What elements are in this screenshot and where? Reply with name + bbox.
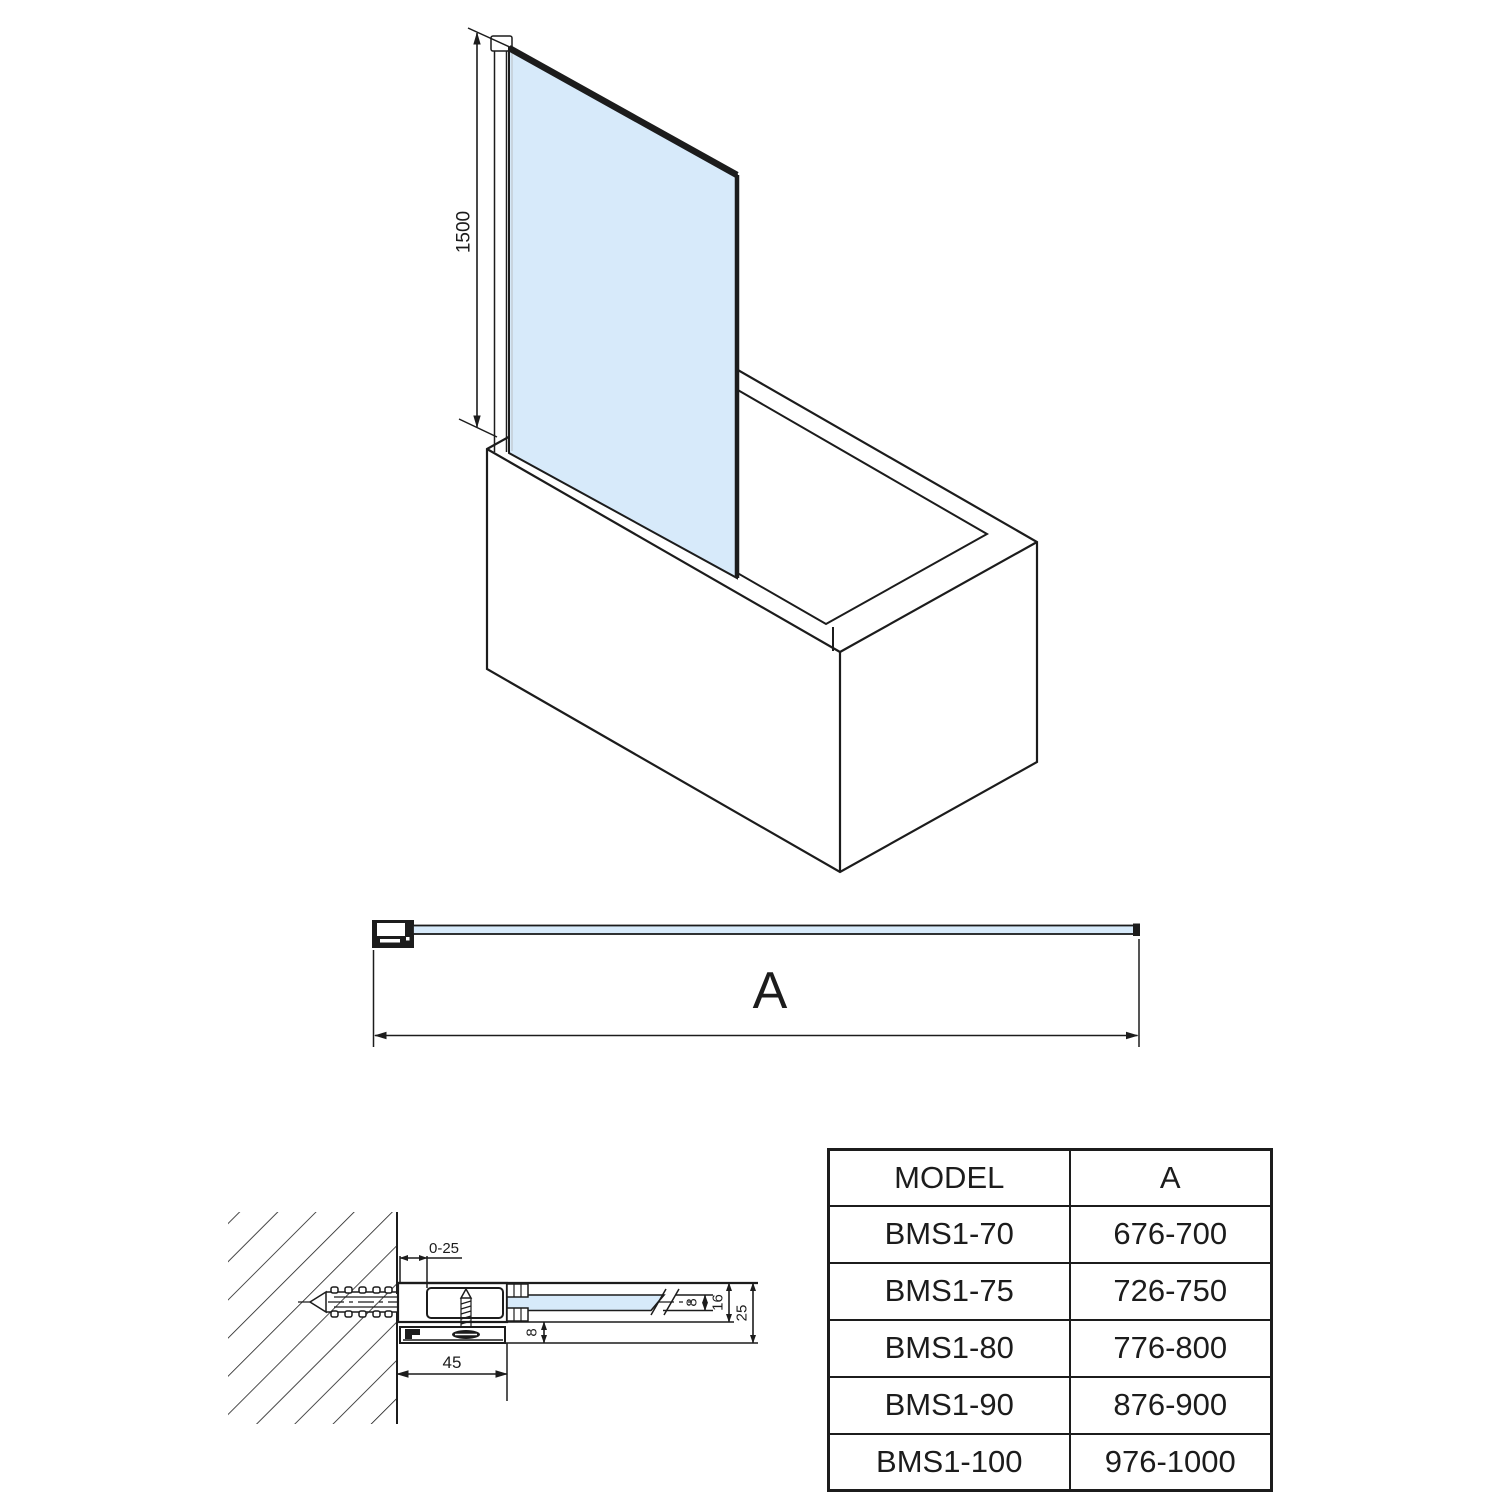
table-header-row: MODEL A bbox=[827, 1148, 1273, 1207]
isometric-view: 1500 bbox=[454, 27, 1039, 874]
table-cell-a: 776-800 bbox=[1068, 1318, 1273, 1378]
glass-section bbox=[506, 1283, 713, 1322]
profile-clip bbox=[405, 1329, 420, 1339]
wall-anchor bbox=[308, 1286, 417, 1318]
table-row: BMS1-90 876-900 bbox=[827, 1375, 1273, 1435]
clamp-screw bbox=[452, 1287, 480, 1339]
table-row: BMS1-70 676-700 bbox=[827, 1204, 1273, 1264]
dimension-height-1500: 1500 bbox=[454, 27, 513, 438]
table-cell-model: BMS1-75 bbox=[827, 1261, 1071, 1321]
table-cell-model: BMS1-70 bbox=[827, 1204, 1071, 1264]
dimension-frame-inner: 16 bbox=[710, 1282, 732, 1323]
glass-end-cap bbox=[1133, 923, 1140, 936]
adjustment-label: 0-25 bbox=[429, 1240, 459, 1257]
frame-inner-label: 16 bbox=[710, 1294, 727, 1311]
wall-hatching bbox=[228, 1212, 397, 1424]
bottom-profile-label: 8 bbox=[524, 1328, 541, 1336]
table-row: BMS1-100 976-1000 bbox=[827, 1432, 1273, 1492]
dimension-base-width: 45 bbox=[396, 1343, 508, 1401]
glass-top-edge bbox=[507, 45, 739, 178]
glass-clamp bbox=[506, 1283, 529, 1322]
plan-view: A bbox=[372, 920, 1140, 1047]
table-header-model: MODEL bbox=[827, 1148, 1071, 1207]
glass-thickness-label: 8 bbox=[684, 1298, 701, 1306]
table-cell-a: 876-900 bbox=[1068, 1375, 1273, 1435]
table-cell-model: BMS1-100 bbox=[827, 1432, 1071, 1492]
spec-table: MODEL A BMS1-70 676-700 BMS1-75 726-750 … bbox=[827, 1148, 1273, 1492]
glass-plan-strip bbox=[412, 923, 1140, 936]
table-cell-model: BMS1-90 bbox=[827, 1375, 1071, 1435]
table-cell-a: 726-750 bbox=[1068, 1261, 1273, 1321]
section-view: 0-25 45 8 16 25 8 bbox=[228, 1212, 758, 1424]
frame-total-label: 25 bbox=[734, 1305, 751, 1322]
glass-panel bbox=[507, 45, 740, 580]
dimension-adjustment: 0-25 bbox=[399, 1240, 462, 1288]
height-dim-label: 1500 bbox=[454, 211, 475, 253]
dimension-glass-thickness: 8 bbox=[684, 1294, 708, 1311]
wall-profile bbox=[490, 35, 513, 452]
mounting-profile bbox=[396, 1281, 509, 1344]
dimension-width-A: A bbox=[372, 939, 1140, 1047]
base-width-label: 45 bbox=[443, 1353, 462, 1372]
break-line bbox=[650, 1288, 667, 1316]
dimension-frame-total: 25 bbox=[734, 1282, 756, 1344]
anchor-ridges bbox=[330, 1286, 393, 1318]
width-dim-label: A bbox=[753, 962, 788, 1020]
table-cell-a: 976-1000 bbox=[1068, 1432, 1273, 1492]
dimension-bottom-profile: 8 bbox=[524, 1321, 547, 1344]
table-row: BMS1-80 776-800 bbox=[827, 1318, 1273, 1378]
table-row: BMS1-75 726-750 bbox=[827, 1261, 1273, 1321]
wall-bracket bbox=[372, 920, 414, 948]
table-cell-a: 676-700 bbox=[1068, 1204, 1273, 1264]
table-header-a: A bbox=[1068, 1148, 1273, 1207]
table-cell-model: BMS1-80 bbox=[827, 1318, 1071, 1378]
